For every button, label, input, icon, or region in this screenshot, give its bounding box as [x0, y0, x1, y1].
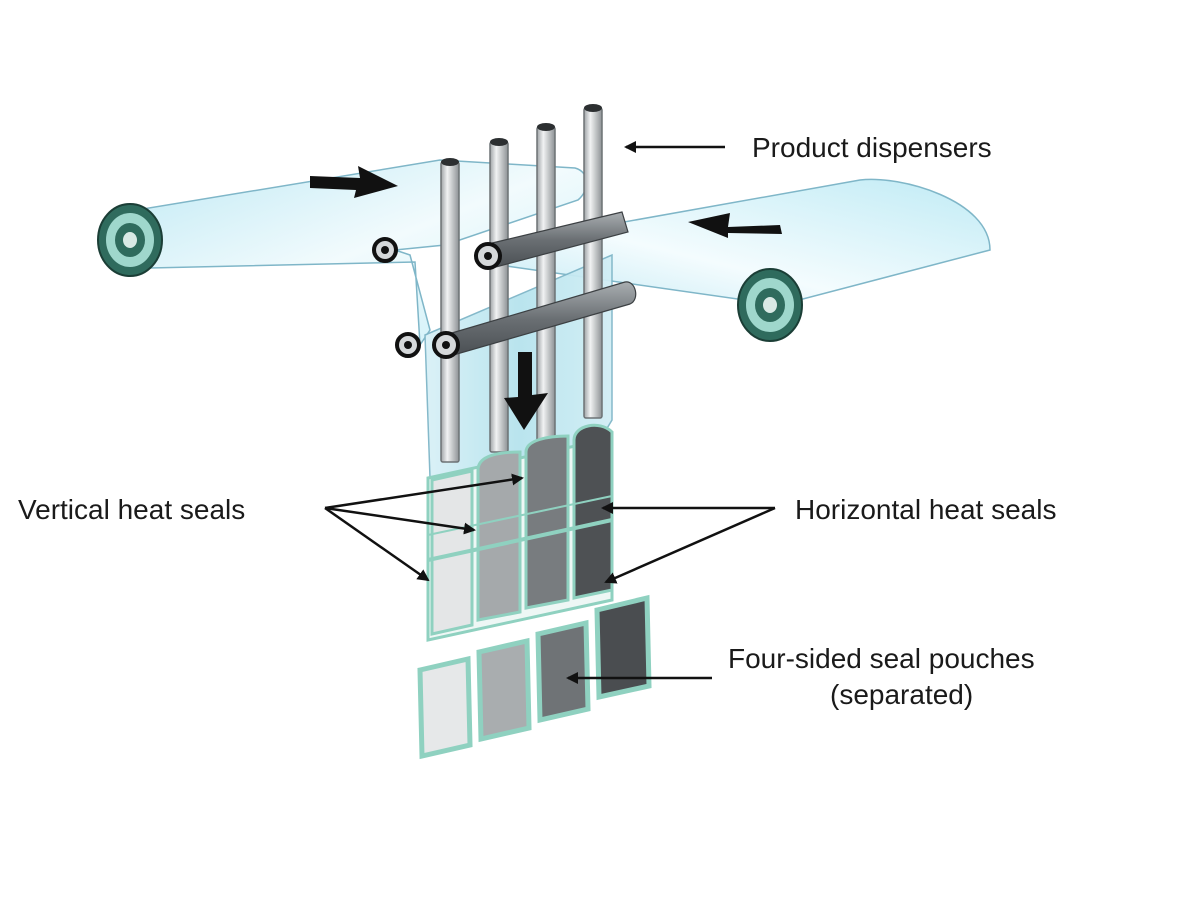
label-horizontal-heat-seals: Horizontal heat seals [795, 494, 1056, 525]
attached-pouch-col-3 [524, 434, 570, 610]
callout-arrows [324, 141, 776, 684]
separated-pouch [535, 619, 591, 724]
dispenser-tube [489, 141, 509, 453]
right-film-roll [737, 268, 803, 342]
left-film-roll [97, 203, 163, 277]
label-pouches-line1: Four-sided seal pouches [728, 643, 1035, 674]
sealed-web [426, 423, 614, 642]
attached-pouch-col-1 [430, 469, 474, 636]
separated-pouch [594, 594, 652, 701]
right-film-direction-arrow [688, 213, 782, 238]
left-film-direction-arrow [310, 166, 398, 198]
label-pouches-line2: (separated) [830, 679, 973, 710]
label-vertical-heat-seals: Vertical heat seals [18, 494, 245, 525]
attached-pouch-col-4 [572, 423, 614, 600]
vertical-seal-arrow [324, 506, 430, 582]
separated-pouches [417, 594, 652, 760]
attached-pouch-col-2 [476, 450, 522, 622]
dispenser-tube [440, 161, 460, 463]
front-roller-bar [444, 281, 637, 357]
vertical-seal-arrow [324, 473, 524, 510]
separated-pouch [476, 637, 532, 743]
separated-pouch [417, 655, 473, 760]
dispenser-tubes [440, 104, 603, 463]
guide-rollers [372, 211, 637, 359]
left-film-web [123, 159, 588, 348]
vertical-seal-arrow [324, 506, 476, 535]
down-direction-arrow [504, 352, 548, 430]
label-product-dispensers: Product dispensers [752, 132, 992, 163]
dispenser-tube [583, 107, 603, 419]
horizontal-seal-arrow [604, 506, 776, 584]
